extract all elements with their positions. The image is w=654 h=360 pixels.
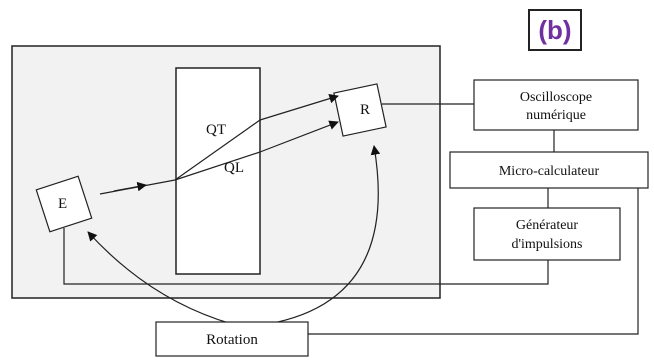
qt-label: QT <box>206 122 226 138</box>
ql-label: QL <box>224 160 244 176</box>
rotation-box <box>155 321 309 357</box>
beam-ql-inner <box>174 151 261 181</box>
emitter-box <box>35 175 93 233</box>
beam-qt-inner <box>174 119 261 181</box>
rotation-arc-right <box>267 145 381 325</box>
oscilloscope-label-line2: numérique <box>526 108 586 123</box>
pulse-generator-box <box>473 207 621 261</box>
receiver-label: R <box>360 102 370 118</box>
beam-qt-outer <box>259 93 339 121</box>
pulse-generator-label-line1: Générateur <box>516 218 579 233</box>
receiver-box <box>333 83 387 137</box>
wire-microcomputer-rotation <box>308 188 639 335</box>
rotation-label: Rotation <box>206 332 258 348</box>
incident-beam-arrow <box>113 181 147 192</box>
sample-block <box>175 67 261 275</box>
oscilloscope-box <box>473 79 639 131</box>
pulse-generator-label-line2: d'impulsions <box>512 237 583 252</box>
emitter-label: E <box>58 196 67 212</box>
microcomputer-label: Micro-calculateur <box>499 164 600 179</box>
figure-label-badge: (b) <box>528 9 582 51</box>
beam-ql-outer <box>259 120 339 153</box>
oscilloscope-label-line1: Oscilloscope <box>520 90 592 105</box>
microcomputer-box <box>449 151 649 189</box>
rotation-arc-left <box>87 231 233 325</box>
wire-generator-emitter <box>63 228 549 285</box>
